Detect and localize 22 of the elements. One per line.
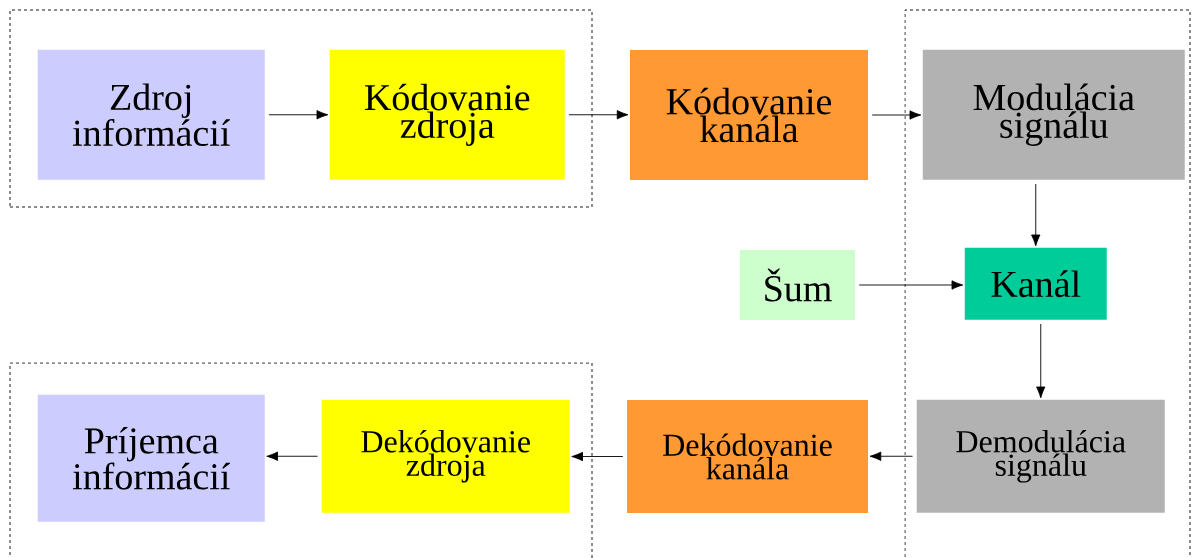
process-box: Modulácia signálu bbox=[922, 49, 1185, 180]
dashed-group-box bbox=[9, 9, 593, 208]
arrow bbox=[266, 451, 318, 461]
arrow bbox=[871, 110, 922, 120]
process-box: Šum bbox=[740, 250, 855, 320]
arrow bbox=[1031, 183, 1041, 247]
process-box: Príjemca informácií bbox=[37, 394, 265, 522]
process-box: Zdroj informácií bbox=[37, 49, 265, 180]
arrow bbox=[1036, 323, 1046, 399]
process-box: Kanál bbox=[964, 247, 1107, 320]
arrow bbox=[568, 110, 629, 120]
dashed-group-box bbox=[9, 362, 593, 558]
process-box: Kódovanie kanála bbox=[630, 50, 868, 180]
process-box: Dekódovanie zdroja bbox=[321, 399, 570, 513]
arrow bbox=[571, 451, 624, 462]
dashed-group-box bbox=[904, 9, 1191, 558]
arrow bbox=[858, 280, 964, 290]
arrow bbox=[268, 110, 329, 120]
process-box: Demodulácia signálu bbox=[916, 399, 1165, 513]
process-box: Kódovanie zdroja bbox=[329, 49, 565, 180]
process-box: Dekódovanie kanála bbox=[627, 400, 868, 513]
arrow bbox=[869, 451, 913, 461]
